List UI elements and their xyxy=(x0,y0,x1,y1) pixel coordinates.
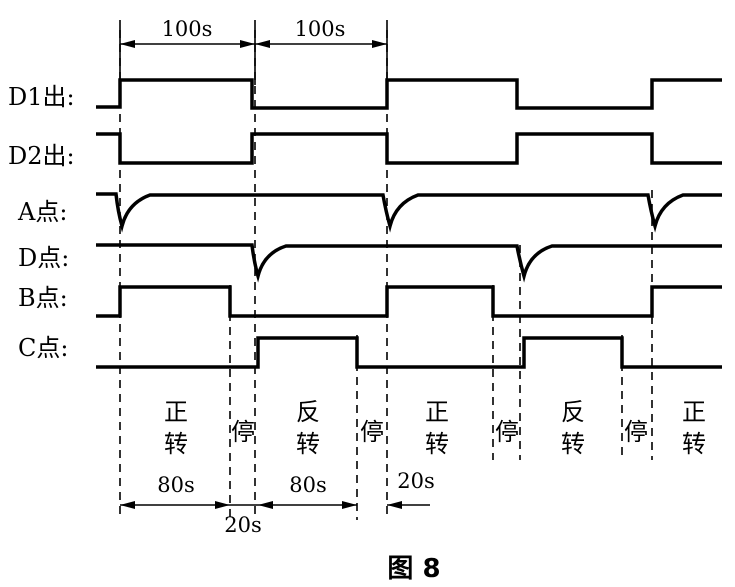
top-dimension: 100s 100s xyxy=(119,17,388,85)
arrow-head xyxy=(387,501,402,509)
waveforms xyxy=(96,78,722,369)
duration-label-stop-2: 20s xyxy=(397,469,435,493)
period-label-1: 100s xyxy=(162,17,213,41)
waveform-d2 xyxy=(96,132,722,165)
signal-label-b: B点: xyxy=(18,284,68,312)
figure-caption: 图 8 xyxy=(387,554,440,584)
state-label-stop-1: 停 xyxy=(231,418,255,446)
signal-label-d2: D2出: xyxy=(8,142,75,170)
state-label-forward-2: 正 xyxy=(425,398,449,426)
signal-label-d: D点: xyxy=(18,244,69,272)
waveform-c xyxy=(96,336,722,369)
state-label-stop-4: 停 xyxy=(624,418,648,446)
duration-label-run-1: 80s xyxy=(157,473,195,497)
arrow-head xyxy=(255,40,270,48)
state-labels: 正 转 停 反 转 停 正 转 停 反 转 停 正 转 xyxy=(164,398,706,458)
state-label-forward-1: 正 xyxy=(164,398,188,426)
state-label-forward-2: 转 xyxy=(425,430,449,458)
signal-label-c: C点: xyxy=(18,334,68,362)
state-label-reverse-2: 反 xyxy=(561,398,585,426)
waveform-d xyxy=(96,243,722,283)
arrow-head xyxy=(342,501,357,509)
signal-label-d1: D1出: xyxy=(8,83,75,111)
state-label-reverse-2: 转 xyxy=(561,430,585,458)
waveform-d1 xyxy=(96,78,722,110)
state-label-reverse-1: 转 xyxy=(296,430,320,458)
state-label-forward-3: 转 xyxy=(682,430,706,458)
arrow-head xyxy=(120,40,135,48)
waveform-b xyxy=(96,285,722,318)
duration-label-stop-1: 20s xyxy=(224,513,262,537)
state-label-stop-2: 停 xyxy=(360,418,384,446)
signal-labels: D1出: D2出: A点: D点: B点: C点: xyxy=(8,83,75,362)
arrow-head xyxy=(258,501,273,509)
state-label-reverse-1: 反 xyxy=(296,398,320,426)
bottom-dimension: 80s 20s 80s 20s xyxy=(120,469,435,537)
arrow-head xyxy=(120,501,135,509)
state-label-forward-1: 转 xyxy=(164,430,188,458)
waveform-a xyxy=(96,192,722,233)
arrow-head xyxy=(240,40,255,48)
arrow-head xyxy=(372,40,387,48)
state-label-forward-3: 正 xyxy=(682,398,706,426)
state-label-stop-3: 停 xyxy=(495,418,519,446)
signal-label-a: A点: xyxy=(17,198,67,226)
duration-label-run-2: 80s xyxy=(289,473,327,497)
period-label-2: 100s xyxy=(295,17,346,41)
arrow-head xyxy=(215,501,230,509)
